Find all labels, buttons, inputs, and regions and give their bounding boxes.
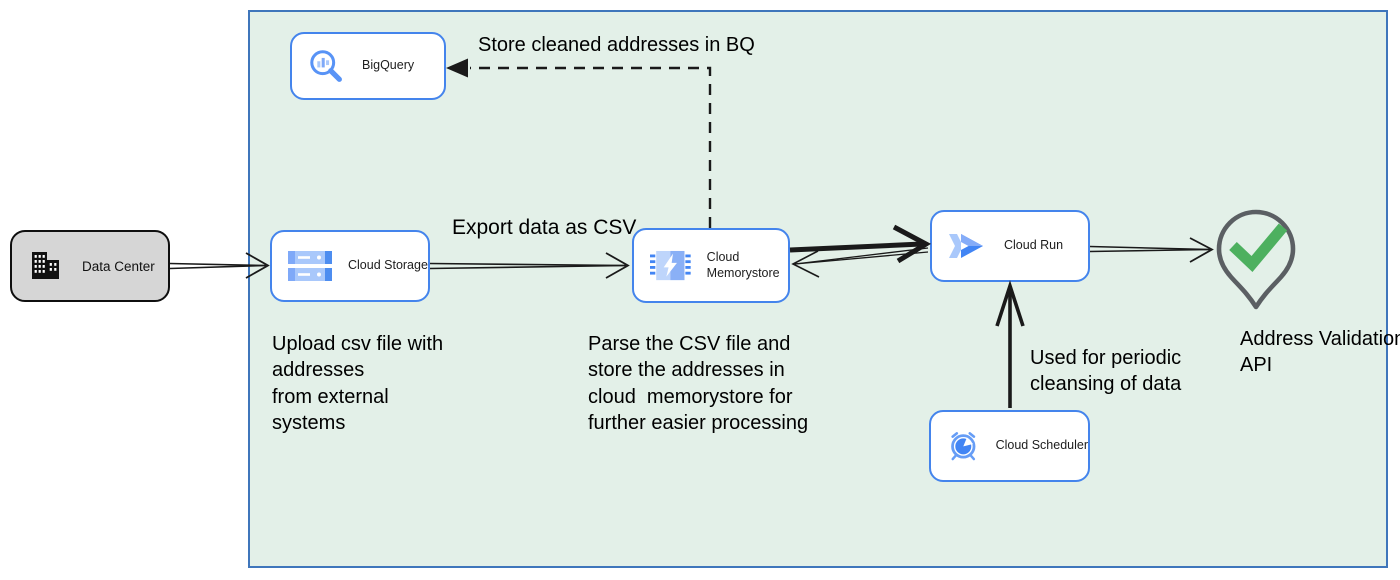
node-cloud-scheduler: Cloud Scheduler <box>929 410 1090 482</box>
node-bigquery: BigQuery <box>290 32 446 100</box>
node-label: Cloud Storage <box>348 258 428 273</box>
memory-chip-bolt-icon <box>650 250 691 280</box>
annotation-periodic-block: Used for periodic cleansing of data <box>1030 347 1182 396</box>
node-label: Cloud Scheduler <box>995 438 1088 453</box>
node-label: Cloud Run <box>1004 238 1064 253</box>
node-label: Data Center <box>82 258 155 274</box>
bigquery-magnifier-icon <box>310 50 342 82</box>
node-data-center: Data Center <box>10 230 170 302</box>
node-cloud-run: Cloud Run <box>930 210 1090 282</box>
node-label: Cloud Memorystore <box>706 249 780 280</box>
gcp-boundary-container <box>248 10 1388 568</box>
annotation-export-csv: Export data as CSV <box>452 216 637 239</box>
annotation-address-validation-api: Address Validation API <box>1240 328 1400 377</box>
annotation-upload-block: Upload csv file with addresses from exte… <box>272 333 444 435</box>
storage-buckets-icon <box>288 251 332 281</box>
node-cloud-storage: Cloud Storage <box>270 230 430 302</box>
node-cloud-memorystore: Cloud Memorystore <box>632 228 790 303</box>
cloud-run-chevron-icon <box>949 234 983 258</box>
node-label: BigQuery <box>362 58 415 73</box>
annotation-store-cleaned: Store cleaned addresses in BQ <box>478 34 755 56</box>
building-icon <box>32 252 59 279</box>
annotation-parse-block: Parse the CSV file and store the address… <box>588 333 809 435</box>
alarm-clock-icon <box>951 432 976 461</box>
